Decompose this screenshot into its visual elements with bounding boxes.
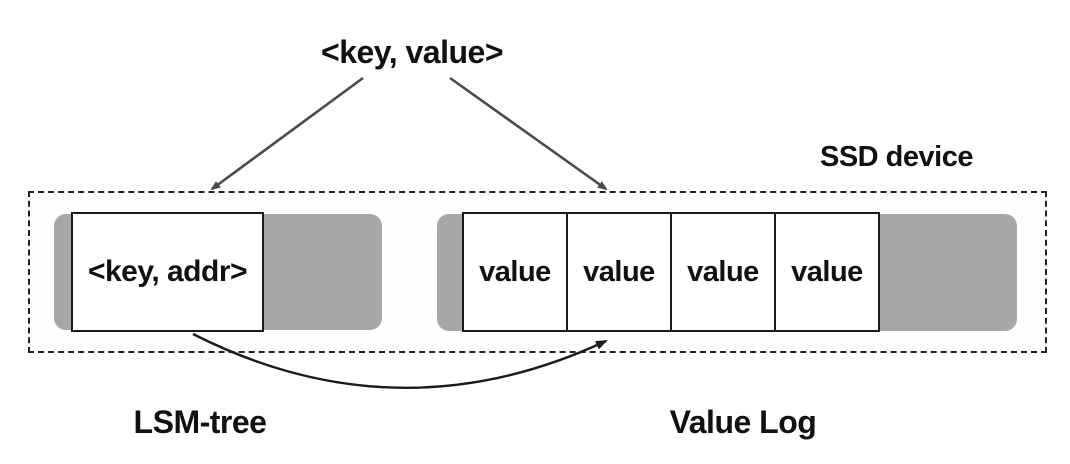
key-addr-box: <key, addr> <box>71 212 264 332</box>
arrow-keyvalue-to-valuelog <box>449 76 608 191</box>
arrow-keyvalue-to-lsmtree <box>210 76 364 191</box>
value-cell: value <box>566 212 672 332</box>
value-cell: value <box>462 212 568 332</box>
value-log-cells: value value value value <box>462 212 880 332</box>
key-value-pair-label: <key, value> <box>321 34 504 70</box>
lsm-tree-caption: LSM-tree <box>133 404 267 440</box>
value-log-caption: Value Log <box>669 404 817 440</box>
ssd-device-label: SSD device <box>820 141 973 173</box>
value-cell: value <box>670 212 776 332</box>
value-cell: value <box>774 212 880 332</box>
key-addr-label: <key, addr> <box>87 255 248 288</box>
